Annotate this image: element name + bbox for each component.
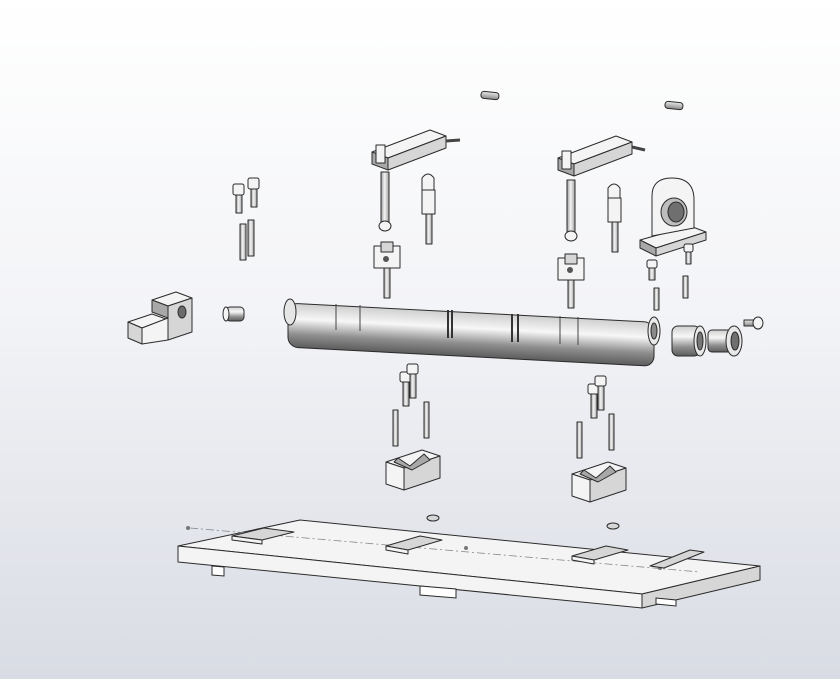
end-screw[interactable]	[743, 316, 764, 330]
lower-fasteners-right[interactable]	[576, 375, 615, 459]
clevis-rod-right[interactable]	[564, 179, 578, 242]
clevis-block-left[interactable]	[373, 241, 401, 299]
pillow-block-bearing[interactable]	[639, 177, 707, 257]
flanged-bushing[interactable]	[707, 325, 743, 357]
mounting-plates[interactable]	[231, 527, 705, 569]
socket-screws-left[interactable]	[232, 177, 260, 214]
locating-pins-left[interactable]	[239, 219, 255, 261]
main-shaft[interactable]	[283, 298, 661, 367]
socket-screws-right[interactable]	[646, 243, 694, 311]
clevis-fork-right[interactable]	[607, 183, 622, 253]
clevis-block-right[interactable]	[557, 253, 585, 309]
v-block-support-left[interactable]	[385, 449, 441, 491]
clevis-bracket-left[interactable]	[371, 129, 461, 171]
bearing-ring[interactable]	[671, 325, 707, 357]
clevis-rod-left[interactable]	[378, 171, 392, 232]
dowel-pin-top-right[interactable]	[664, 100, 684, 111]
clevis-bracket-right[interactable]	[557, 135, 646, 177]
v-block-support-right[interactable]	[571, 461, 627, 503]
clevis-fork-left[interactable]	[421, 173, 436, 245]
dowel-pin-top-left[interactable]	[480, 90, 500, 101]
washers[interactable]	[426, 514, 620, 530]
lower-fasteners-left[interactable]	[392, 363, 430, 447]
shaft-collar[interactable]	[222, 306, 245, 322]
angle-block[interactable]	[127, 291, 193, 345]
base-plate[interactable]	[177, 519, 761, 609]
